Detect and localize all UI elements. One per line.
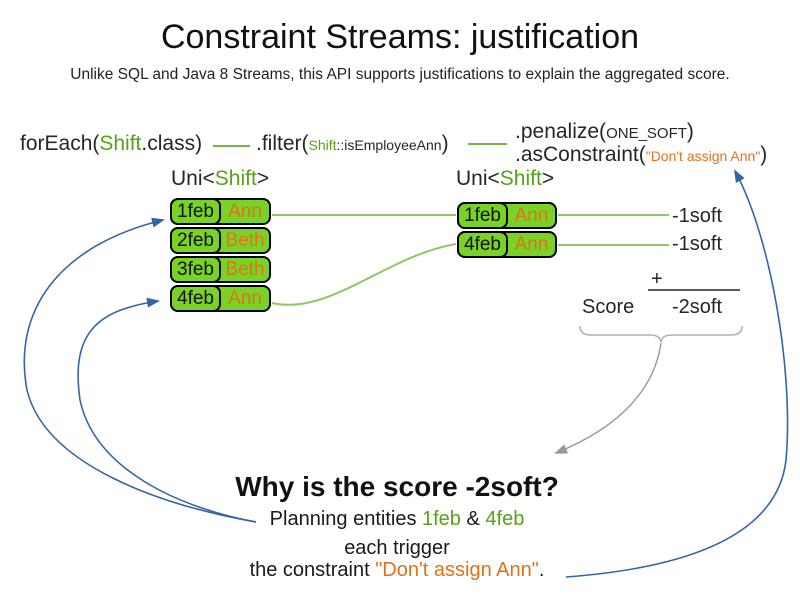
why-heading: Why is the score -2soft?	[235, 471, 559, 502]
code-penalize-arg: ONE_SOFT	[606, 125, 687, 142]
shift-date-cell: 1feb	[170, 198, 221, 225]
score-total: -2soft	[672, 296, 723, 318]
explanation-entity-1feb: 1feb	[422, 508, 461, 530]
shift-employee-cell: Ann	[228, 200, 262, 222]
code-foreach-pre: forEach(	[20, 132, 100, 155]
shift-date-cell: 3feb	[170, 256, 221, 283]
score-underbrace	[579, 325, 743, 343]
code-filter-arg-rest: ::isEmployeeAnn	[336, 137, 442, 153]
shift-date-cell: 4feb	[170, 285, 221, 312]
left-stream-label: Uni<Shift>	[171, 167, 269, 191]
shift-employee-cell: Ann	[514, 233, 549, 255]
plus-sign: +	[651, 268, 663, 290]
code-filter-post: )	[441, 132, 449, 155]
explanation-constraint-name: "Don't assign Ann"	[375, 559, 539, 581]
shift-date-cell: 4feb	[457, 231, 508, 258]
right-stream-label-type: Shift	[499, 167, 542, 190]
explanation-entity-4feb: 4feb	[485, 508, 525, 530]
sum-line	[648, 289, 740, 291]
code-filter: .filter(Shift::isEmployeeAnn)	[256, 132, 449, 156]
explanation-line1-pre: Planning entities	[269, 508, 422, 530]
left-stream-row-1feb: 1feb Ann	[170, 198, 271, 225]
code-penalize-pre: .penalize(	[515, 120, 607, 143]
code-foreach: forEach(Shift.class)	[20, 132, 202, 156]
left-stream-label-post: >	[256, 167, 270, 190]
row-score-1: -1soft	[672, 205, 723, 227]
right-stream-row-1feb: 1feb Ann	[457, 202, 557, 229]
stream-line-4feb	[271, 243, 457, 306]
code-penalize-post: )	[686, 120, 694, 143]
code-foreach-type: Shift	[99, 132, 142, 155]
score-label: Score	[582, 296, 635, 318]
page-title: Constraint Streams: justification	[160, 18, 640, 56]
explanation-line-3: the constraint "Don't assign Ann".	[0, 559, 794, 582]
shift-employee-cell: Beth	[225, 258, 265, 280]
page-subtitle: Unlike SQL and Java 8 Streams, this API …	[70, 66, 730, 83]
explanation-line-2: each trigger	[344, 537, 450, 559]
code-asconstraint-arg: "Don't assign Ann"	[645, 148, 761, 164]
code-asconstraint-pre: .asConstraint(	[515, 143, 646, 166]
left-stream-label-pre: Uni<	[171, 167, 215, 190]
right-stream-row-4feb: 4feb Ann	[457, 231, 557, 258]
right-stream-label-pre: Uni<	[456, 167, 500, 190]
right-stream-label: Uni<Shift>	[456, 167, 554, 191]
shift-employee-cell: Ann	[228, 287, 262, 309]
left-stream-row-3feb: 3feb Beth	[170, 256, 271, 283]
explanation-line-1: Planning entities 1feb & 4feb	[0, 508, 794, 531]
shift-date-cell: 1feb	[457, 202, 508, 229]
left-stream-row-2feb: 2feb Beth	[170, 227, 271, 254]
code-asconstraint-post: )	[760, 143, 768, 166]
arrow-score-to-why	[554, 342, 662, 454]
code-penalize: .penalize(ONE_SOFT)	[515, 120, 694, 144]
shift-employee-cell: Beth	[225, 229, 265, 251]
left-stream-label-type: Shift	[214, 167, 257, 190]
shift-date-cell: 2feb	[170, 227, 221, 254]
code-asconstraint: .asConstraint("Don't assign Ann")	[515, 143, 767, 167]
left-stream-row-4feb: 4feb Ann	[170, 285, 271, 312]
explanation-line3-post: .	[538, 559, 545, 581]
shift-employee-cell: Ann	[514, 204, 549, 226]
explanation-ampersand: &	[460, 508, 486, 530]
code-foreach-post: .class)	[141, 132, 203, 155]
row-score-2: -1soft	[672, 233, 723, 255]
right-stream-label-post: >	[541, 167, 555, 190]
code-filter-arg-type: Shift	[308, 137, 337, 153]
code-filter-pre: .filter(	[256, 132, 309, 155]
explanation-line3-pre: the constraint	[249, 559, 376, 581]
